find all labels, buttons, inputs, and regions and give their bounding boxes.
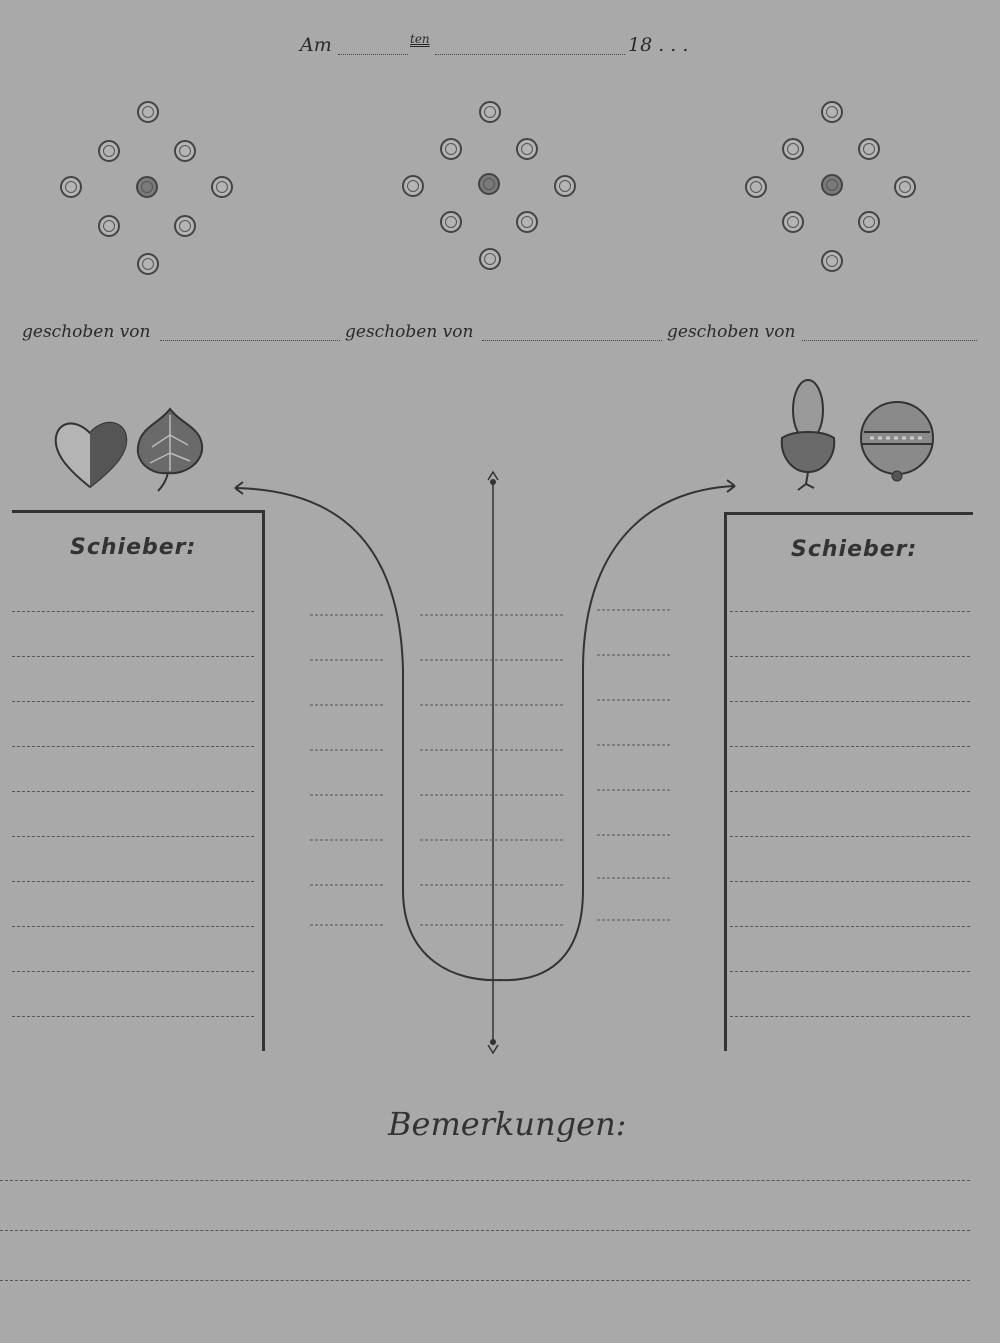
score-line[interactable]: [730, 746, 970, 747]
pushed-by-label-2: geschoben von: [345, 322, 474, 342]
score-line[interactable]: [12, 746, 254, 747]
pin: [858, 211, 880, 233]
score-line[interactable]: [12, 701, 254, 702]
score-track: [234, 470, 736, 1055]
pushed-by-row: geschoben von geschoben von geschoben vo…: [22, 320, 982, 348]
score-line[interactable]: [730, 656, 970, 657]
right-schieber-panel: Schieber:: [724, 512, 973, 1051]
pin: [440, 211, 462, 233]
pin: [174, 140, 196, 162]
score-line[interactable]: [730, 836, 970, 837]
score-line[interactable]: [12, 881, 254, 882]
score-line[interactable]: [730, 971, 970, 972]
pin: [479, 248, 501, 270]
score-line[interactable]: [12, 791, 254, 792]
am-label: Am: [300, 34, 332, 56]
pin: [60, 176, 82, 198]
score-line[interactable]: [12, 611, 254, 612]
pin: [782, 211, 804, 233]
heart-icon: [54, 422, 128, 489]
pin: [782, 138, 804, 160]
year-label: 18 . . .: [628, 34, 689, 56]
pin: [137, 253, 159, 275]
score-line[interactable]: [730, 611, 970, 612]
score-line[interactable]: [12, 656, 254, 657]
pin: [821, 250, 843, 272]
pushed-by-blank-1[interactable]: [160, 340, 340, 341]
pin-set-2: [400, 98, 600, 298]
pin-set-3: [745, 98, 945, 298]
king-pin: [821, 174, 843, 196]
left-schieber-panel: Schieber:: [12, 510, 265, 1051]
right-schieber-title: Schieber:: [791, 537, 918, 562]
score-line[interactable]: [730, 791, 970, 792]
king-pin: [478, 173, 500, 195]
remarks-line[interactable]: [0, 1280, 970, 1281]
pin: [479, 101, 501, 123]
pin: [174, 215, 196, 237]
pin: [440, 138, 462, 160]
score-line[interactable]: [12, 836, 254, 837]
score-line[interactable]: [12, 1016, 254, 1017]
pin: [894, 176, 916, 198]
pin: [858, 138, 880, 160]
pushed-by-label-3: geschoben von: [667, 322, 796, 342]
pin: [516, 138, 538, 160]
acorn-icon: [780, 379, 836, 491]
score-line[interactable]: [730, 1016, 970, 1017]
day-blank[interactable]: [338, 54, 408, 55]
pin: [402, 175, 424, 197]
score-line[interactable]: [12, 971, 254, 972]
pin: [211, 176, 233, 198]
pin: [554, 175, 576, 197]
remarks-title: Bemerkungen:: [388, 1105, 627, 1143]
pin: [745, 176, 767, 198]
pin: [98, 140, 120, 162]
remarks-line[interactable]: [0, 1230, 970, 1231]
ten-label: ten: [410, 32, 430, 46]
score-line[interactable]: [12, 926, 254, 927]
pushed-by-label-1: geschoben von: [22, 322, 151, 342]
left-schieber-title: Schieber:: [70, 535, 197, 560]
month-blank[interactable]: [435, 54, 625, 55]
pin: [137, 101, 159, 123]
pin: [821, 101, 843, 123]
remarks-line[interactable]: [0, 1180, 970, 1181]
pin-set-1: [58, 98, 258, 298]
pin: [98, 215, 120, 237]
score-line[interactable]: [730, 926, 970, 927]
pin: [516, 211, 538, 233]
date-line: Am ten 18 . . .: [300, 32, 710, 62]
pushed-by-blank-2[interactable]: [482, 340, 662, 341]
king-pin: [136, 176, 158, 198]
score-line[interactable]: [730, 881, 970, 882]
pushed-by-blank-3[interactable]: [802, 340, 977, 341]
bell-icon: [860, 401, 934, 482]
leaf-icon: [136, 407, 204, 492]
score-line[interactable]: [730, 701, 970, 702]
